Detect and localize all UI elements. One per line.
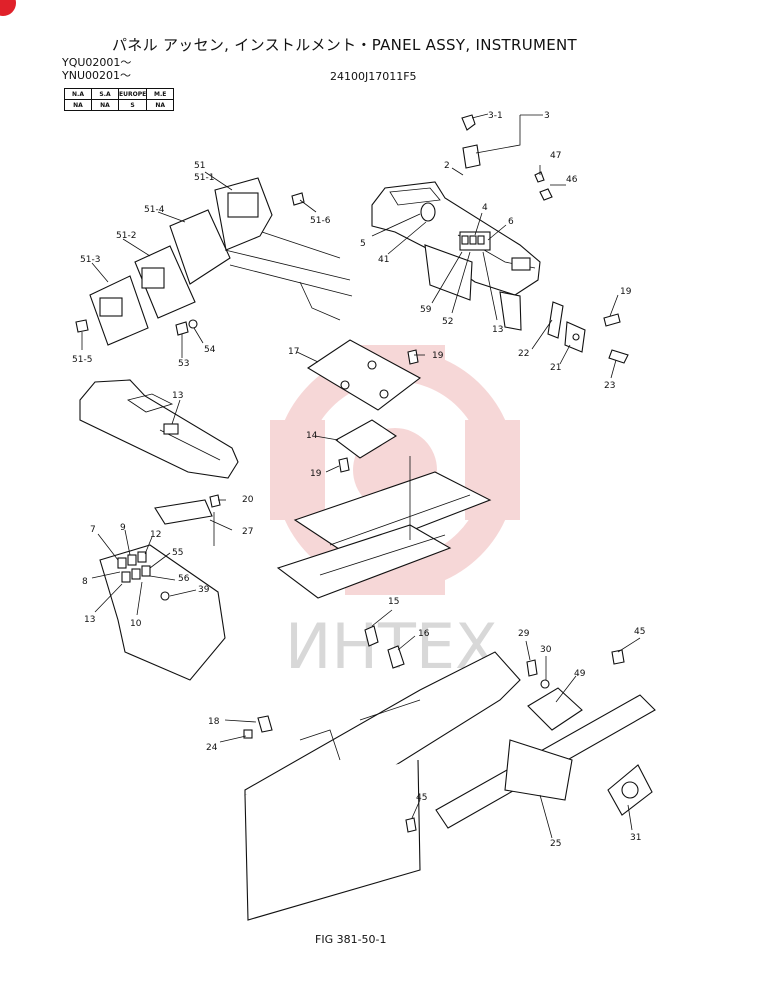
callout-39: 39 (198, 585, 210, 595)
applicability-table: N.A S.A EUROPE M.E NA NA S NA (64, 88, 175, 111)
callout-49: 49 (574, 669, 586, 679)
callout-51-2: 51-2 (116, 231, 136, 241)
applicability-value-row: NA NA S NA (64, 99, 175, 111)
callout-3-1: 3-1 (488, 111, 503, 121)
callout-13-c: 13 (84, 615, 95, 625)
callout-29: 29 (518, 629, 530, 639)
callout-27: 27 (242, 527, 253, 537)
callout-17: 17 (288, 347, 299, 357)
plates-and-frame (276, 339, 492, 599)
callout-23: 23 (604, 381, 615, 391)
callout-51: 51 (194, 161, 205, 171)
callout-9: 9 (120, 523, 126, 533)
callout-56: 56 (178, 574, 190, 584)
callout-6: 6 (508, 217, 514, 227)
gauge-cluster (75, 177, 353, 346)
callout-59: 59 (420, 305, 432, 315)
callout-19-c: 19 (310, 469, 322, 479)
callout-46: 46 (566, 175, 578, 185)
callout-7: 7 (90, 525, 96, 535)
callout-53: 53 (178, 359, 189, 369)
callout-24: 24 (206, 743, 218, 753)
part-code: 24100J17011F5 (330, 70, 417, 83)
serial-range-1: YQU02001～ (62, 56, 132, 69)
callout-13: 13 (492, 325, 503, 335)
callout-15: 15 (388, 597, 399, 607)
instrument-panel-upper (371, 114, 629, 364)
serial-range-2: YNU00201～ (62, 69, 131, 82)
figure-number: FIG 381-50-1 (315, 933, 387, 946)
base-frame (243, 625, 656, 921)
region-value: NA (146, 99, 175, 111)
callout-20: 20 (242, 495, 254, 505)
callout-2: 2 (444, 161, 450, 171)
switch-box (99, 494, 226, 681)
callout-16: 16 (418, 629, 430, 639)
callout-51-3: 51-3 (80, 255, 100, 265)
page-title: パネル アッセン, インストルメント・PANEL ASSY, INSTRUMEN… (112, 36, 578, 54)
callout-4: 4 (482, 203, 488, 213)
callout-31: 31 (630, 833, 641, 843)
callout-10: 10 (130, 619, 142, 629)
callout-51-1: 51-1 (194, 173, 214, 183)
callout-13-b: 13 (172, 391, 183, 401)
callout-19-b: 19 (432, 351, 444, 361)
callout-5: 5 (360, 239, 366, 249)
region-value: S (117, 99, 148, 111)
callout-51-5: 51-5 (72, 355, 92, 365)
callout-14: 14 (306, 431, 318, 441)
callout-51-6: 51-6 (310, 216, 331, 226)
callout-52: 52 (442, 317, 453, 327)
callout-54: 54 (204, 345, 216, 355)
callout-55: 55 (172, 548, 183, 558)
center-console (79, 379, 239, 479)
callout-8: 8 (82, 577, 88, 587)
callout-21: 21 (550, 363, 561, 373)
page-corner-marker (0, 0, 16, 16)
callout-51-4: 51-4 (144, 205, 165, 215)
callout-45-b: 45 (416, 793, 427, 803)
callout-3: 3 (544, 111, 550, 121)
leader-lines (81, 113, 641, 839)
callout-30: 30 (540, 645, 552, 655)
callout-labels: 3-1 3 2 47 46 4 6 5 41 59 52 13 19 22 21… (72, 111, 645, 849)
callout-19: 19 (620, 287, 632, 297)
callout-18: 18 (208, 717, 220, 727)
callout-25: 25 (550, 839, 561, 849)
callout-22: 22 (518, 349, 529, 359)
callout-41: 41 (378, 255, 389, 265)
callout-47: 47 (550, 151, 561, 161)
region-value: NA (64, 99, 92, 111)
callout-12: 12 (150, 530, 161, 540)
region-value: NA (91, 99, 119, 111)
callout-45: 45 (634, 627, 645, 637)
